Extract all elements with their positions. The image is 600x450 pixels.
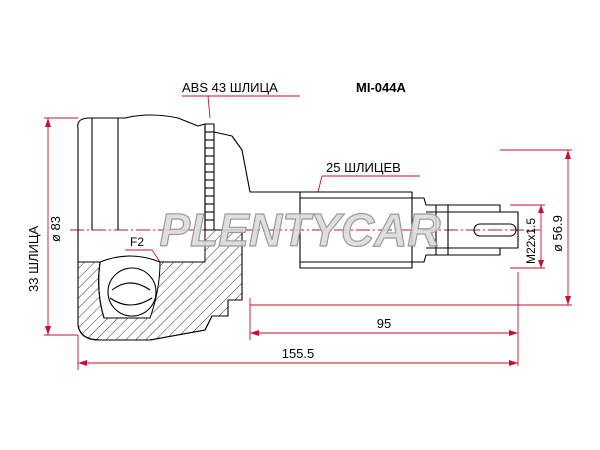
part-number: MI-044A: [356, 80, 406, 95]
abs-splines-label: ABS 43 ШЛИЦА: [182, 80, 278, 95]
outer-diameter-label: ø 83: [48, 216, 63, 242]
watermark-text: PLENTYCAR: [159, 204, 440, 256]
dimension-lines: [44, 95, 572, 370]
hatched-section: [77, 229, 243, 341]
dimension-arrows: [45, 118, 571, 366]
shaft-diameter-label: ø 56.9: [550, 215, 565, 252]
length-shaft-label: 95: [377, 316, 391, 331]
outer-splines-label: 33 ШЛИЦА: [26, 226, 41, 292]
shaft-splines-label: 25 ШЛИЦЕВ: [326, 160, 401, 175]
flange-mark-label: F2: [130, 235, 144, 249]
thread-label: M22x1.5: [524, 218, 538, 264]
length-total-label: 155.5: [282, 346, 315, 361]
